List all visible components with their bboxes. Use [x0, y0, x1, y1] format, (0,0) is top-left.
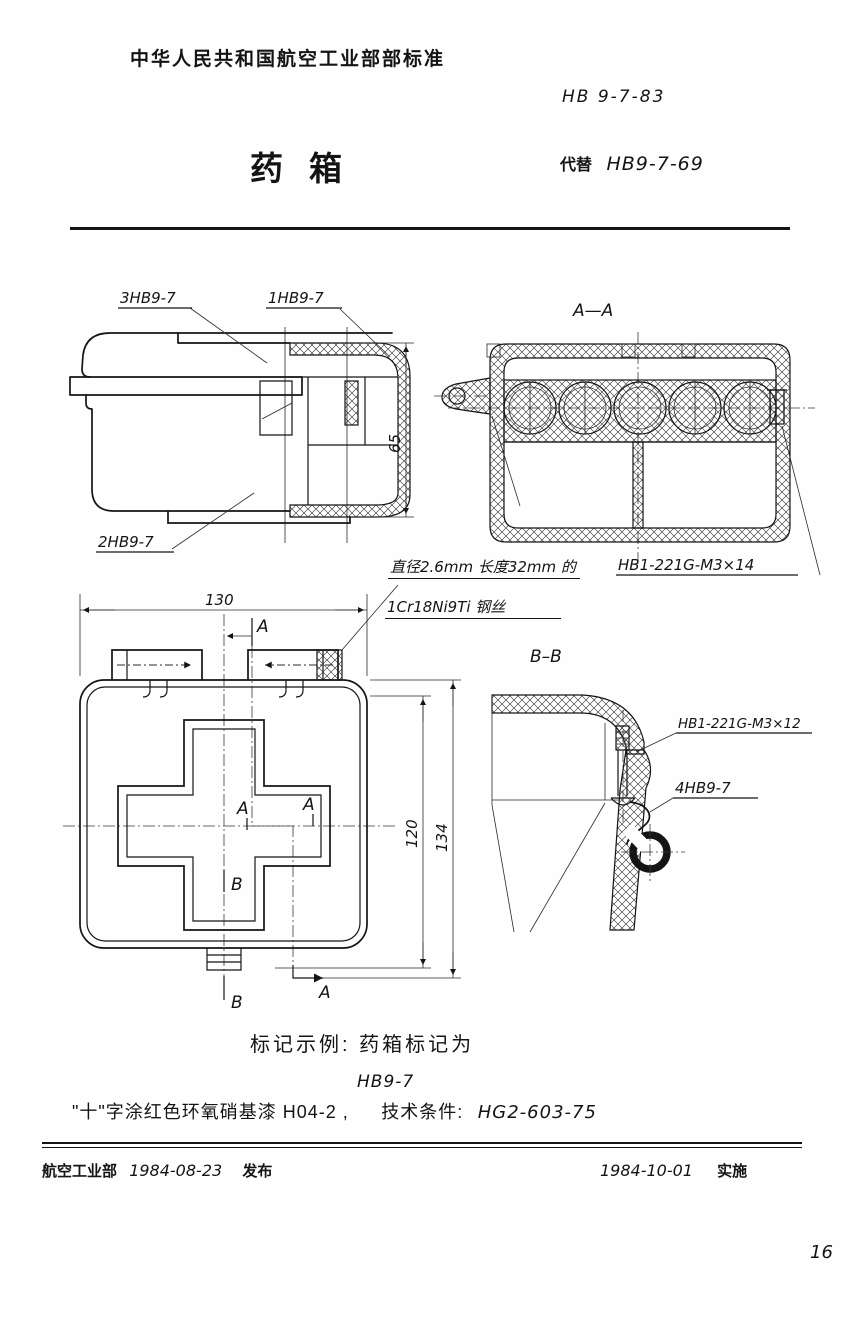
- footer-divider: [42, 1142, 802, 1148]
- section-bb-labels: HB1-221G-M3×12 4HB9-7: [635, 716, 812, 813]
- section-aa-title: A—A: [572, 301, 613, 321]
- hinge-legs: [142, 680, 304, 698]
- section-aa-drawing: A—A: [434, 301, 821, 576]
- section-bb-drawing: B–B: [491, 647, 812, 933]
- standard-org-title: 中华人民共和国航空工业部部标准: [130, 49, 446, 70]
- wire-note-line2: 1Cr18Ni9Ti 钢丝: [385, 596, 562, 619]
- section-aa-shell-hatch: [489, 343, 791, 543]
- section-bb-title: B–B: [530, 647, 562, 667]
- part3-label: 3HB9-7: [120, 289, 176, 307]
- tech-conditions-label: 技术条件:: [381, 1102, 464, 1122]
- footer-issue: 航空工业部 1984-08-23 发布: [42, 1160, 272, 1181]
- footer-issuer: 航空工业部: [42, 1163, 118, 1180]
- section-bb-screw: [610, 710, 636, 822]
- replaces-number: HB9-7-69: [606, 153, 704, 175]
- screw-label-aa: HB1-221G-M3×14: [618, 556, 754, 574]
- footer-issue-date: 1984-08-23: [129, 1161, 223, 1180]
- section-line-b: B B: [223, 870, 243, 1013]
- section-bb-interior-lines: [491, 695, 620, 933]
- section-a-mark-bottom: A: [318, 983, 331, 1003]
- screw-label-bb: HB1-221G-M3×12: [678, 716, 801, 732]
- front-view-drawing: 130 A A A A B B: [63, 584, 461, 1013]
- section-a-mark-mid-right: A: [302, 795, 315, 815]
- wire-leader: [341, 584, 399, 651]
- side-view-drawing: 3HB9-7 1HB9-7 2HB9-7 65: [69, 289, 414, 553]
- section-aa-screw: [767, 389, 787, 425]
- dim-130-text: 130: [205, 591, 234, 609]
- section-a-mark-mid-left: A: [236, 799, 249, 819]
- section-aa-screw-label: HB1-221G-M3×14: [616, 425, 821, 576]
- part1-label: 1HB9-7: [268, 289, 324, 307]
- paint-note: "十"字涂红色环氧硝基漆 H04-2 ,: [72, 1102, 349, 1122]
- footer-implementation: 1984-10-01 实施: [600, 1160, 747, 1181]
- front-dim-134: 134: [323, 679, 461, 979]
- footer-impl-date: 1984-10-01: [600, 1161, 693, 1180]
- side-view-latch-hatch: [344, 380, 359, 426]
- page-number: 16: [810, 1242, 833, 1263]
- marking-code: HB9-7: [357, 1072, 415, 1092]
- hook-label-bb: 4HB9-7: [675, 779, 731, 797]
- wire-block-hatch: [316, 649, 343, 681]
- replaces-label: 代替: [560, 157, 593, 174]
- document-title: 药箱: [250, 150, 368, 187]
- footer-issue-label: 发布: [242, 1163, 273, 1180]
- section-aa-mounting-lug: [434, 377, 521, 507]
- section-b-mark-mid: B: [231, 875, 243, 895]
- section-bb-hook: [621, 801, 685, 882]
- dim-120-text: 120: [403, 819, 421, 848]
- side-view-labels: 3HB9-7 1HB9-7 2HB9-7: [96, 289, 391, 553]
- front-view-foot: [206, 948, 242, 971]
- part2-label: 2HB9-7: [98, 533, 154, 551]
- wire-note-line1: 直径2.6mm 长度32mm 的: [388, 556, 580, 579]
- side-view-interior-lines: [259, 376, 398, 505]
- socket-centerlines: [529, 382, 751, 434]
- tech-conditions-number: HG2-603-75: [477, 1102, 597, 1123]
- standard-number: HB 9-7-83: [562, 87, 666, 107]
- section-line-a: A A A A: [227, 617, 331, 1003]
- side-view-outline: [69, 332, 393, 524]
- front-view-tabs: [111, 649, 343, 698]
- front-dim-130: 130: [79, 591, 368, 676]
- front-view-box: [79, 679, 368, 949]
- side-view-dimension-65: 65: [360, 342, 414, 518]
- paint-note-line: "十"字涂红色环氧硝基漆 H04-2 , 技术条件: HG2-603-75: [72, 1098, 597, 1124]
- footer-impl-label: 实施: [717, 1163, 748, 1180]
- replaces-line: 代替 HB9-7-69: [560, 151, 704, 175]
- section-aa-rim-slots: [486, 343, 696, 358]
- dim-65-text: 65: [386, 434, 404, 453]
- front-dim-120: 120: [275, 695, 431, 969]
- dim-134-text: 134: [433, 823, 451, 852]
- side-view-section-hatch: [289, 342, 411, 518]
- section-b-mark-bottom: B: [231, 993, 243, 1013]
- section-aa-divider-wall: [632, 441, 644, 529]
- header-divider: [70, 227, 790, 230]
- section-aa-bottle-tray: [503, 379, 777, 443]
- medical-cross: [117, 719, 331, 931]
- section-a-mark-top: A: [256, 617, 269, 637]
- marking-example-intro: 标记示例: 药箱标记为: [250, 1034, 475, 1056]
